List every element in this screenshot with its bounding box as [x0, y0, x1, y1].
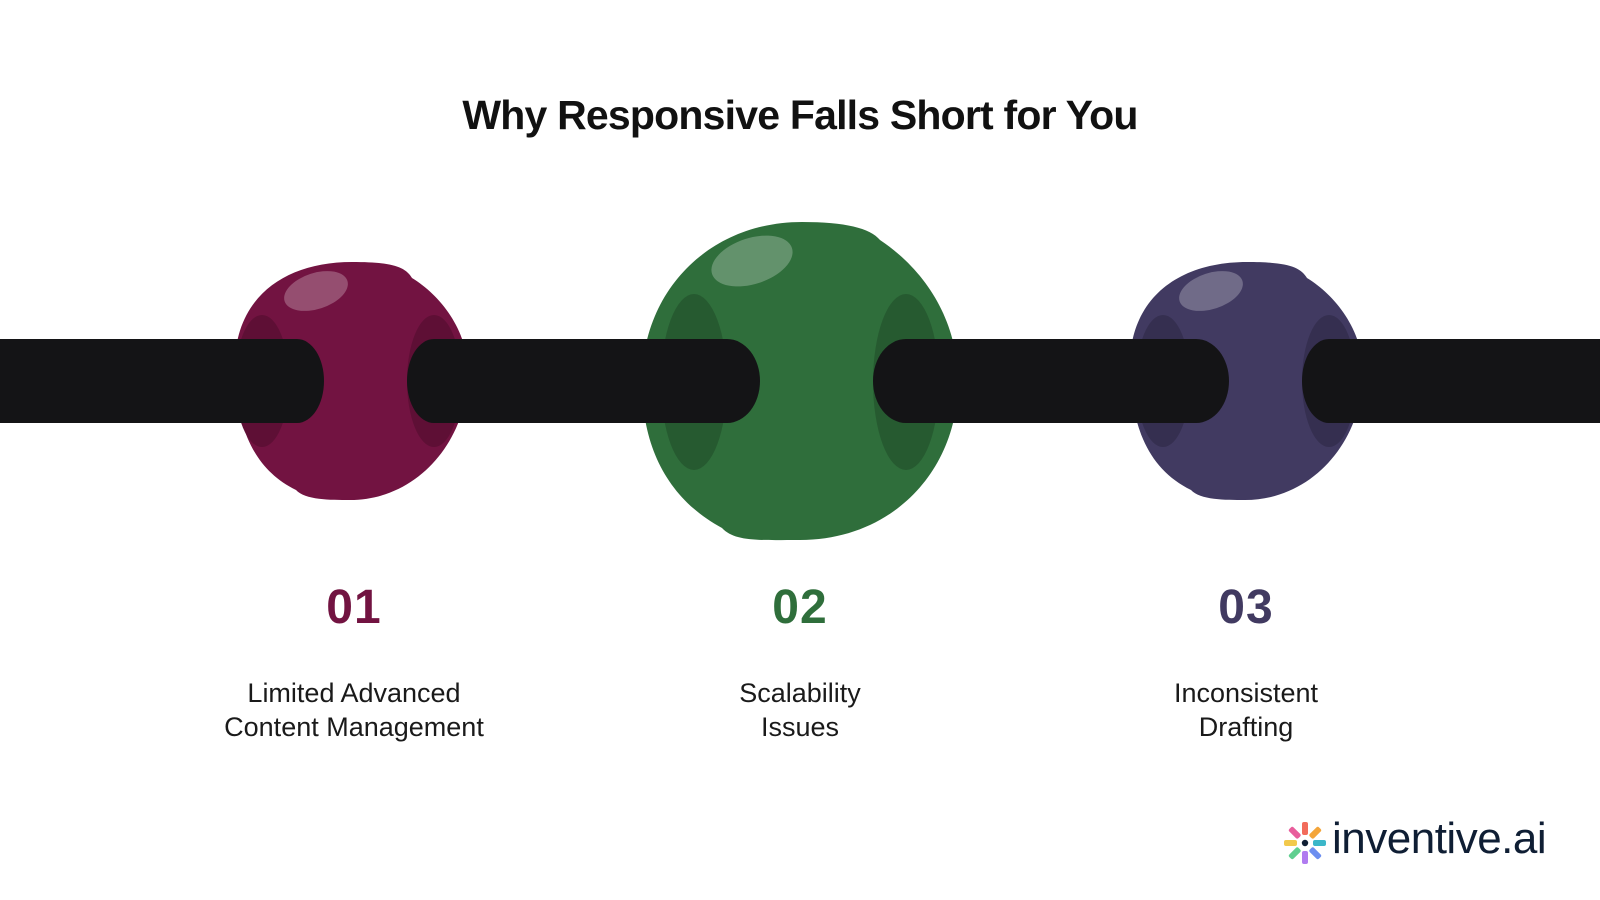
- step-number-01: 01: [326, 581, 382, 634]
- brand-logo: inventive.ai: [1282, 812, 1582, 872]
- bead-03-highlight: [1179, 271, 1243, 311]
- bead-03-body: [1129, 262, 1363, 500]
- step-label-02-line2: Issues: [760, 712, 840, 742]
- bead-01-body: [234, 262, 468, 500]
- logo-ray: [1313, 840, 1326, 846]
- step-label-01: Limited Advanced Content Management: [184, 676, 524, 744]
- logo-ray: [1284, 840, 1297, 846]
- logo-ray: [1288, 847, 1301, 860]
- step-label-01-line2: Content Management: [224, 712, 484, 742]
- logo-ray: [1309, 826, 1322, 839]
- logo-ray: [1288, 826, 1301, 839]
- bead-02-body: [642, 222, 958, 541]
- step-label-01-line1: Limited Advanced: [247, 678, 461, 708]
- bead-02: [642, 222, 958, 541]
- page-title: Why Responsive Falls Short for You: [462, 92, 1138, 138]
- step-label-03: Inconsistent Drafting: [1076, 676, 1416, 744]
- sparkle-logo-icon: [1284, 822, 1326, 864]
- bead-02-highlight: [711, 235, 793, 287]
- step-label-03-line1: Inconsistent: [1173, 678, 1319, 708]
- step-label-03-line2: Drafting: [1198, 712, 1294, 742]
- logo-ray: [1302, 822, 1308, 835]
- brand-name: inventive.ai: [1332, 814, 1547, 863]
- logo-ray: [1302, 851, 1308, 864]
- step-label-02-line1: Scalability: [739, 678, 861, 708]
- step-number-03: 03: [1218, 581, 1274, 634]
- step-label-02: Scalability Issues: [630, 676, 970, 744]
- bead-01-highlight: [284, 271, 348, 311]
- rod: [0, 339, 1600, 423]
- logo-ray: [1309, 847, 1322, 860]
- step-number-02: 02: [772, 581, 828, 634]
